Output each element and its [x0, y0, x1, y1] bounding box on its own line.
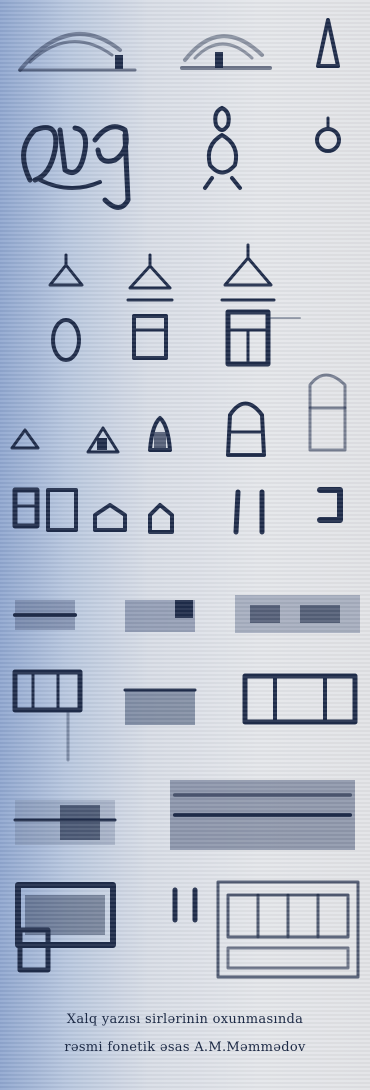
glyph-figure: [205, 108, 240, 188]
glyph-house-row: [12, 375, 345, 455]
glyph-frames-row: [15, 490, 340, 532]
glyph-arc-left: [20, 34, 135, 70]
caption: Xalq yazısı sirlərinin oxunmasında rəsmi…: [30, 1006, 340, 1062]
caption-line-1: Xalq yazısı sirlərinin oxunmasında: [30, 1006, 340, 1034]
glyph-panels-bottom: [18, 882, 358, 977]
glyph-circle: [317, 118, 339, 151]
glyph-tent-grid: [222, 245, 300, 364]
glyph-triangle: [318, 20, 338, 66]
glyph-arc-right: [182, 36, 270, 68]
glyph-canvas: [0, 0, 370, 1000]
glyph-tent-frame: [128, 255, 172, 358]
glyph-panels-top: [15, 595, 360, 633]
glyph-tent-oval: [50, 255, 82, 360]
caption-line-2: rəsmi fonetik əsas A.M.Məmmədov: [30, 1034, 340, 1062]
glyph-illustrations: [0, 0, 370, 1000]
glyph-panels-mid: [15, 672, 355, 760]
glyph-cursive: [24, 127, 128, 208]
glyph-panels-lower: [15, 780, 355, 850]
